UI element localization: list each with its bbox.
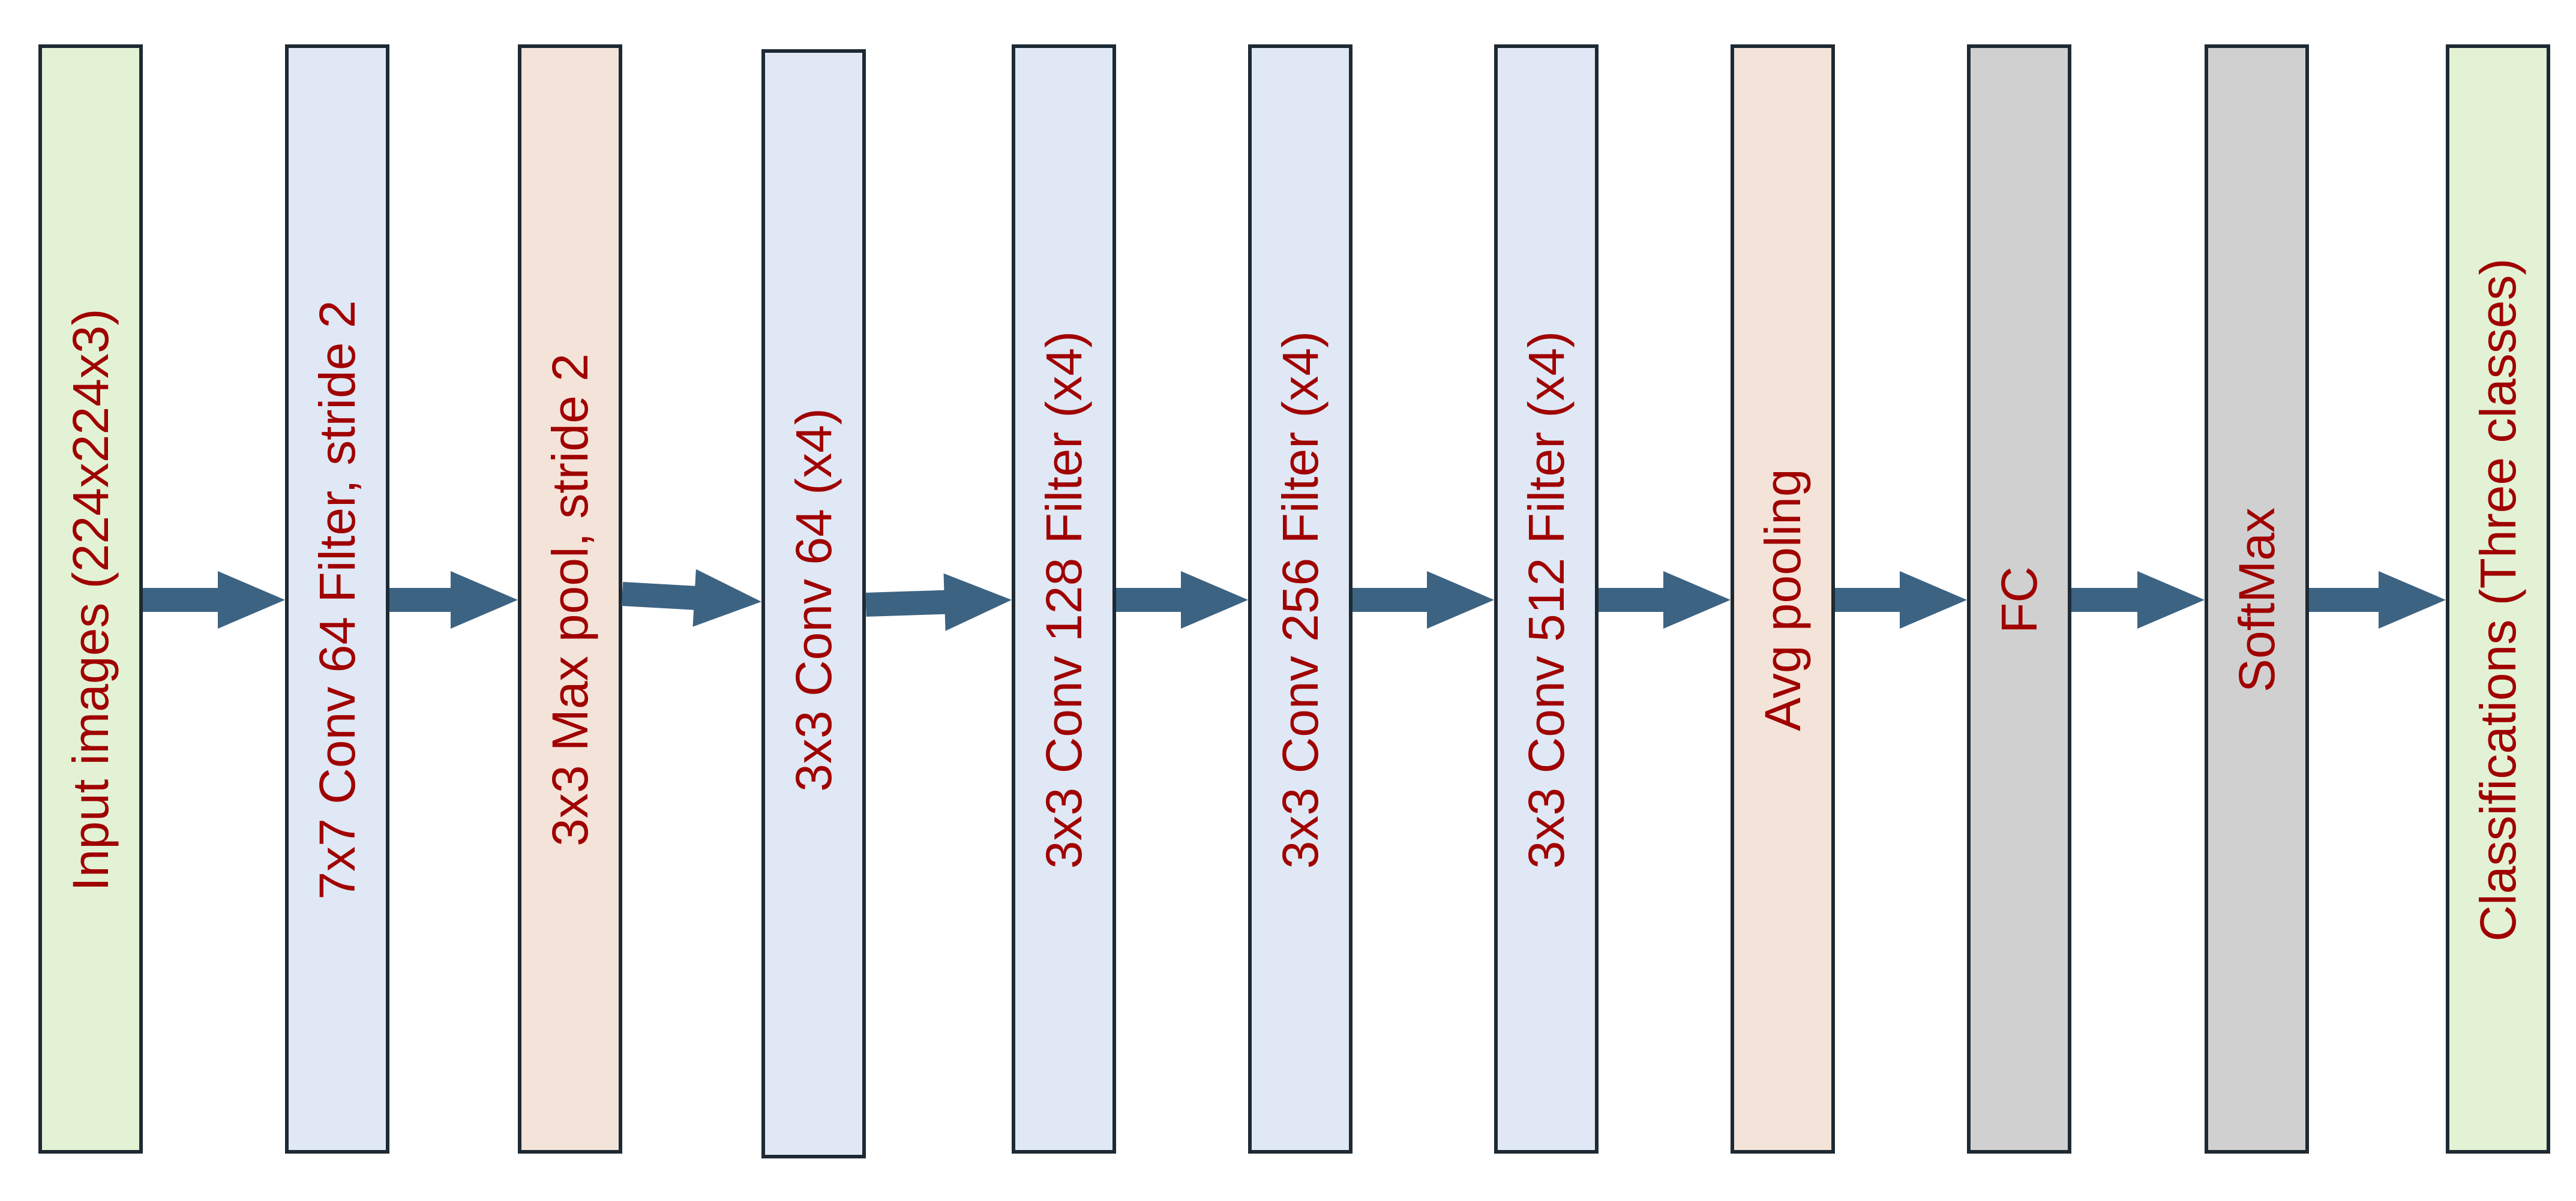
layer-labels: Input images (224x224x3) 7x7 Conv 64 Filt… — [62, 258, 2526, 941]
arrow-conv128-to-conv256 — [1116, 571, 1248, 629]
layer-box-output — [2446, 44, 2550, 1154]
layer-box-conv128 — [1012, 44, 1116, 1154]
layer-box-input — [38, 44, 143, 1154]
layer-label-softmax: SoftMax — [2229, 508, 2285, 692]
layer-label-avgpool: Avg pooling — [1755, 469, 1811, 731]
arrow-conv7x7-to-maxpool — [389, 571, 518, 629]
layer-boxes — [38, 44, 2550, 1158]
arrow-input-to-conv7x7 — [143, 571, 285, 629]
layer-label-conv64: 3x3 Conv 64 (x4) — [785, 408, 842, 792]
flow-arrows — [143, 569, 2446, 631]
layer-box-softmax — [2205, 44, 2309, 1154]
layer-label-input: Input images (224x224x3) — [62, 308, 119, 891]
layer-label-conv128: 3x3 Conv 128 Filter (x4) — [1036, 331, 1092, 869]
arrow-softmax-to-output — [2309, 571, 2446, 629]
layer-box-avgpool — [1731, 44, 1835, 1154]
layer-box-conv64 — [761, 49, 866, 1158]
layer-label-fc: FC — [1991, 566, 2047, 633]
arrow-conv256-to-conv512 — [1353, 571, 1494, 629]
arrow-conv512-to-avgpool — [1599, 571, 1731, 629]
arrow-conv64-to-conv128 — [865, 573, 1012, 631]
arrow-maxpool-to-conv64 — [621, 569, 761, 627]
layer-box-conv512 — [1494, 44, 1599, 1154]
layer-box-conv7x7 — [285, 44, 389, 1154]
layer-label-output: Classifications (Three classes) — [2470, 258, 2526, 941]
layer-label-conv512: 3x3 Conv 512 Filter (x4) — [1518, 331, 1575, 869]
layer-label-conv256: 3x3 Conv 256 Filter (x4) — [1272, 331, 1329, 869]
layer-box-conv256 — [1248, 44, 1353, 1154]
arrow-avgpool-to-fc — [1835, 571, 1967, 629]
arrow-fc-to-softmax — [2071, 571, 2205, 629]
layer-label-conv7x7: 7x7 Conv 64 Filter, stride 2 — [309, 300, 365, 899]
layer-box-fc — [1967, 44, 2071, 1154]
layer-label-maxpool: 3x3 Max pool, stride 2 — [542, 353, 598, 846]
layer-box-maxpool — [518, 44, 622, 1154]
